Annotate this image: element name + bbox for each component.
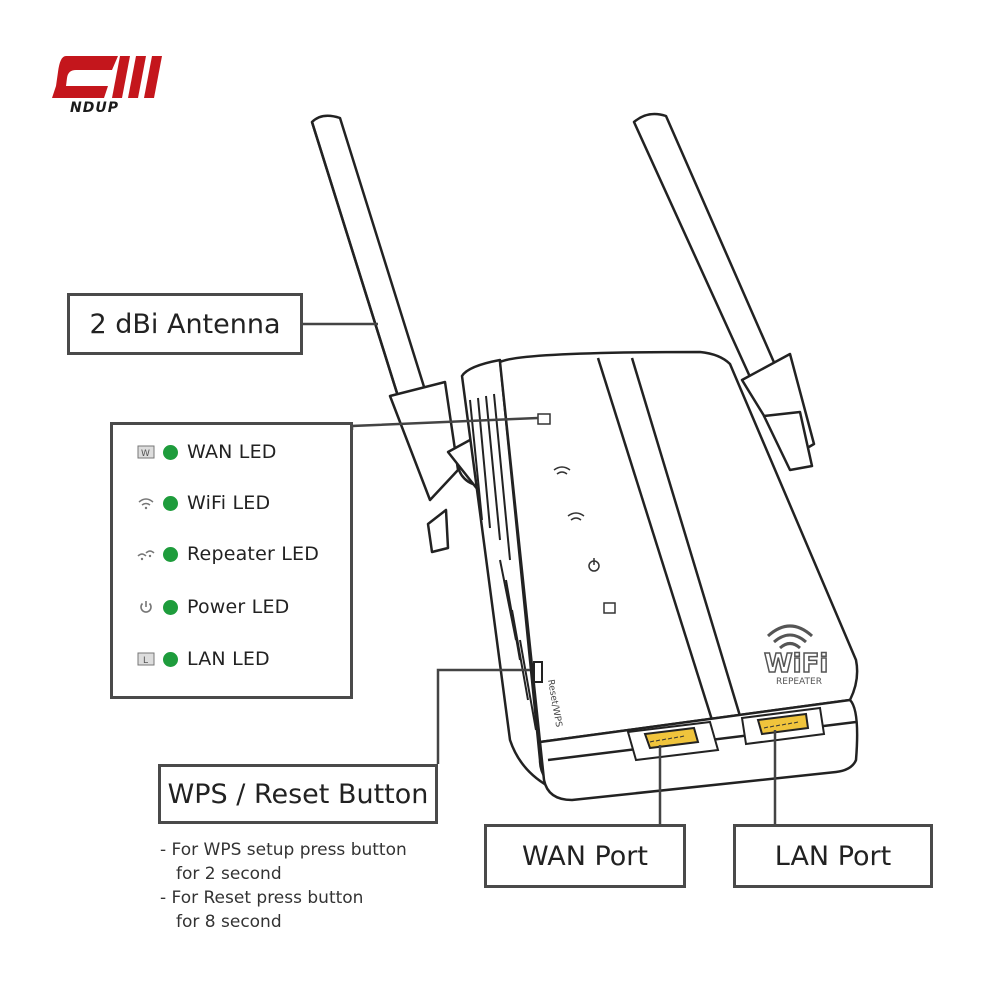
antenna-callout: 2 dBi Antenna (67, 293, 303, 355)
repeater-logo-text: REPEATER (776, 677, 822, 687)
led-label: WAN LED (187, 441, 277, 463)
led-row-repeater: Repeater LED (135, 539, 319, 569)
power-icon (135, 596, 157, 618)
wps-reset-callout: WPS / Reset Button (158, 764, 438, 824)
wps-note-line: for 2 second (176, 864, 282, 884)
led-indicator (163, 599, 178, 615)
brand-logo (52, 56, 162, 98)
led-label: Repeater LED (187, 543, 320, 565)
led-label: Power LED (187, 596, 290, 618)
device-front (498, 350, 859, 744)
led-indicator (163, 444, 178, 460)
wan-icon: W (135, 441, 157, 463)
svg-text:W: W (141, 449, 150, 459)
led-row-power: Power LED (135, 592, 290, 622)
led-row-wan: W WAN LED (135, 437, 277, 467)
lan-port-callout: LAN Port (733, 824, 933, 888)
led-legend-panel: W WAN LED WiFi LED Repeater LED Power LE… (110, 422, 353, 699)
led-label: LAN LED (187, 648, 270, 670)
led-row-lan: L LAN LED (135, 644, 270, 674)
lan-icon: L (135, 648, 157, 670)
wifi-icon (135, 492, 157, 514)
led-row-wifi: WiFi LED (135, 488, 270, 518)
repeater-icon (135, 543, 157, 565)
reset-note-line: for 8 second (176, 912, 282, 932)
led-label: WiFi LED (187, 492, 271, 514)
brand-name: NDUP (70, 100, 119, 116)
led-indicator (163, 546, 178, 562)
wps-note-line: - For WPS setup press button (160, 840, 407, 860)
lan-port (740, 706, 826, 746)
led-indicator (163, 651, 178, 667)
svg-text:L: L (143, 656, 148, 666)
wan-port-callout: WAN Port (484, 824, 686, 888)
led-indicator (163, 495, 178, 511)
wifi-logo-text: WiFi (764, 649, 828, 679)
reset-note-line: - For Reset press button (160, 888, 364, 908)
